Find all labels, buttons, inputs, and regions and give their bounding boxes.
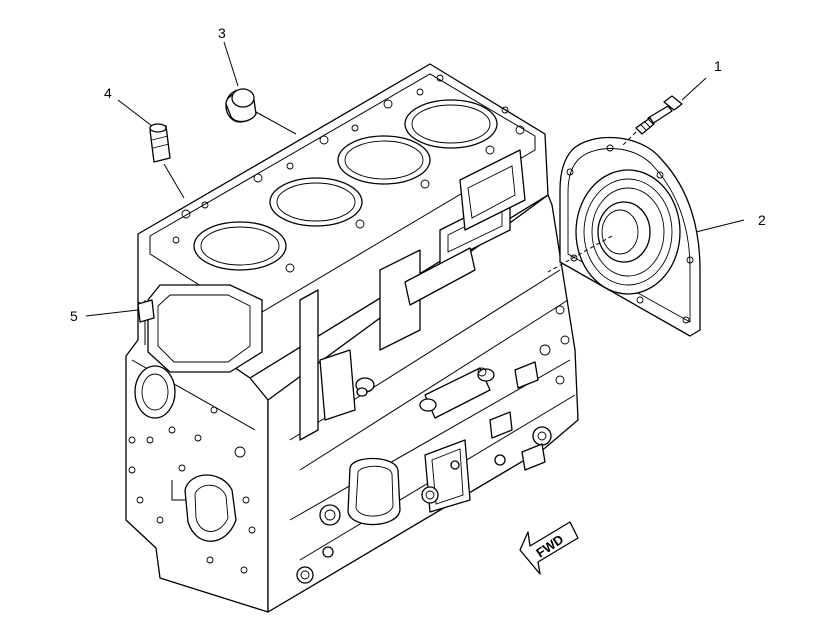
cylinder-bores xyxy=(193,99,498,271)
callout-2: 2 xyxy=(758,212,766,228)
expansion-plug xyxy=(225,88,257,123)
callout-3: 3 xyxy=(218,25,226,41)
forward-direction-arrow: FWD xyxy=(519,521,579,575)
end-face-details xyxy=(128,365,256,574)
side-bosses xyxy=(147,149,570,584)
callout-5: 5 xyxy=(70,308,78,324)
side-plug xyxy=(137,299,155,323)
bolt xyxy=(635,95,683,135)
rear-seal-housing xyxy=(559,136,701,337)
callout-4: 4 xyxy=(104,85,112,101)
callout-1: 1 xyxy=(714,58,722,74)
dowel-sleeve xyxy=(149,123,171,163)
leader-lines xyxy=(85,41,745,317)
cylinder-block xyxy=(125,63,579,613)
